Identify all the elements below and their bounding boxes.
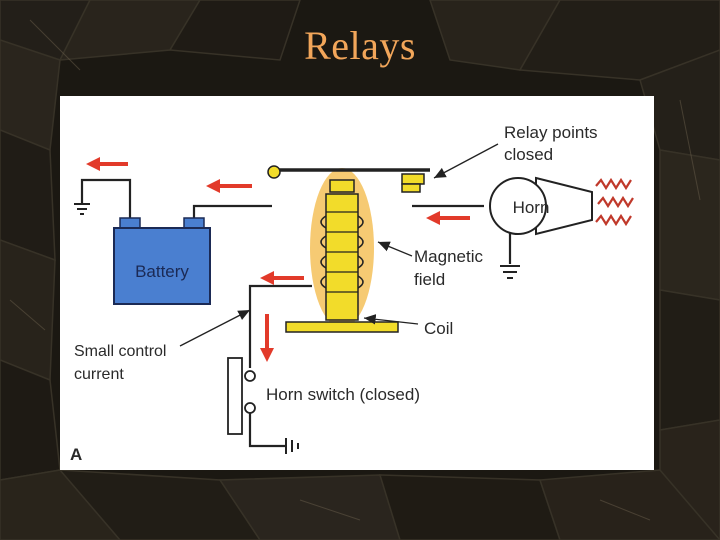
relay-coil: [285, 179, 399, 333]
relay-pivot: [267, 165, 281, 179]
relay-points-label-line1: Relay points: [504, 123, 598, 142]
panel-letter: A: [70, 445, 82, 464]
ground-symbol-horn: [500, 265, 520, 279]
relay-points-label-line2: closed: [504, 145, 553, 164]
coil-label: Coil: [424, 319, 453, 338]
callout-leader-lines: [179, 143, 499, 347]
horn-switch-label: Horn switch (closed): [266, 385, 420, 404]
arrow-left-top: [86, 157, 128, 171]
magnetic-field-label-line2: field: [414, 270, 445, 289]
horn-switch: [227, 357, 256, 435]
battery: Battery: [113, 217, 211, 305]
arrow-battery-top: [206, 179, 252, 193]
arrow-switch-down: [260, 314, 274, 362]
ground-symbol-left: [74, 203, 90, 215]
relay-circuit-diagram: Battery: [70, 123, 634, 464]
small-control-label-line2: current: [74, 366, 124, 383]
battery-label: Battery: [135, 262, 189, 281]
relay-contact-lower: [401, 183, 421, 193]
magnetic-field-label-line1: Magnetic: [414, 247, 483, 266]
relay-diagram-panel: Battery: [60, 96, 654, 470]
horn-label: Horn: [513, 198, 550, 217]
current-flow-arrows: [86, 157, 470, 362]
arrow-coil-wire: [260, 271, 304, 285]
slide-title: Relays: [304, 23, 416, 68]
relay-contact-upper: [401, 173, 425, 185]
horn-sound-waves: [595, 177, 634, 227]
ground-symbol-switch: [285, 438, 299, 454]
circuit-wires: [80, 168, 512, 448]
small-control-label-line1: Small control: [74, 343, 166, 360]
arrow-horn-wire: [426, 211, 470, 225]
horn: Horn: [489, 176, 593, 236]
